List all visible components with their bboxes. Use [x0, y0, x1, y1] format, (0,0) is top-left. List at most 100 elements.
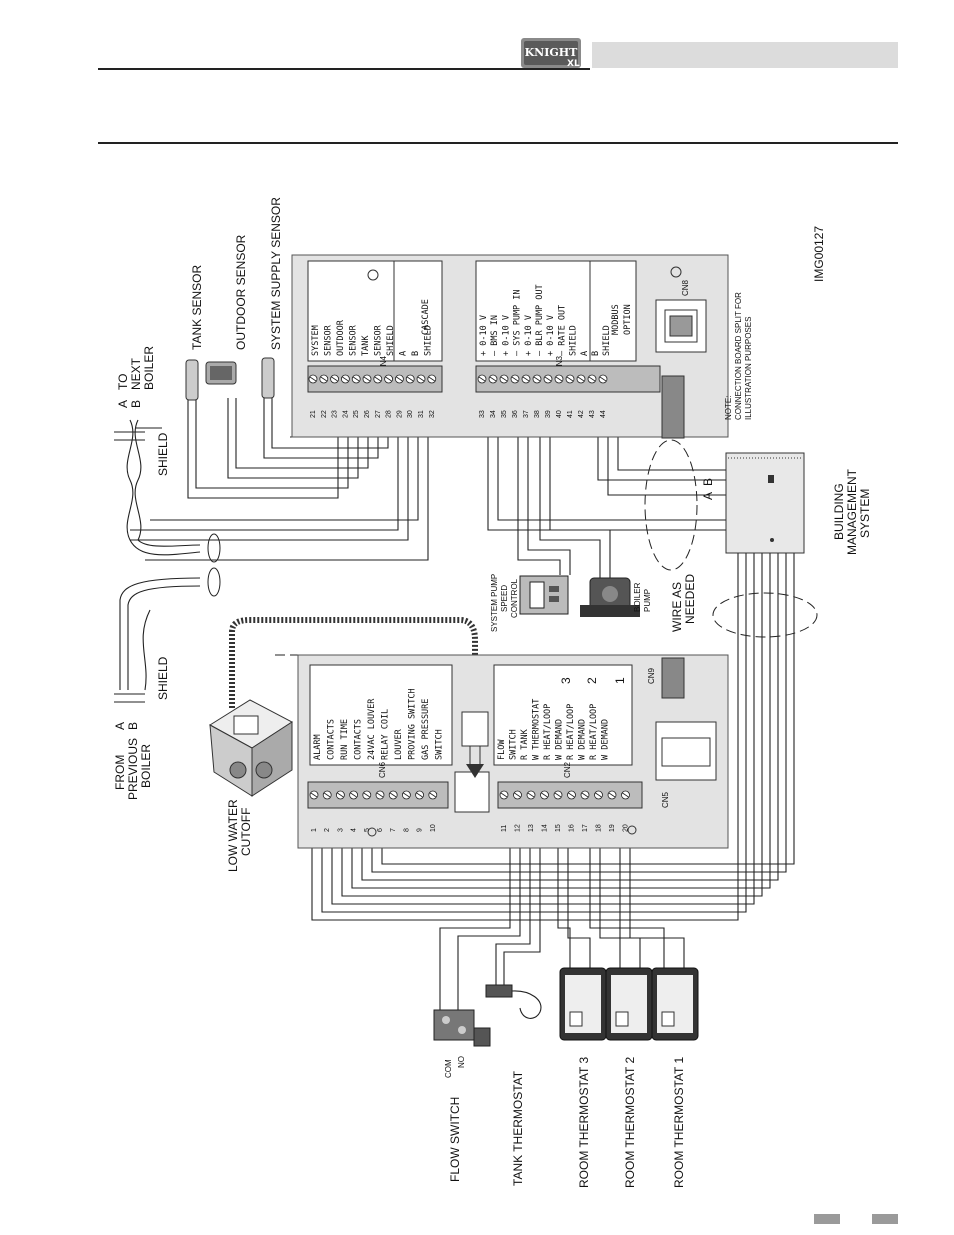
brand-logo: KNIGHT XL: [521, 38, 581, 69]
cn2-screw-slot-8: [595, 792, 602, 798]
label-to: TO: [116, 374, 130, 390]
system-supply-sensor: [261, 357, 275, 399]
cn6-terminal-num-10: 10: [430, 824, 437, 832]
cn4-term-2: SENSOR: [324, 324, 334, 356]
cn3-terminal-num-8: 40: [556, 410, 563, 418]
cn4-term-3: OUTDOOR: [336, 319, 346, 356]
cn3-terminal-num-6: 38: [534, 410, 541, 418]
label-shield-bottom: SHIELD: [156, 656, 170, 700]
label-management: MANAGEMENT: [845, 468, 859, 555]
label-bms-b: B: [701, 478, 715, 486]
label-tank-sensor: TANK SENSOR: [190, 265, 204, 350]
cn6-terminal-num-3: 3: [337, 828, 344, 832]
label-room-thermostat-1: ROOM THERMOSTAT 1: [672, 1057, 686, 1188]
cn6-term-10: SWITCH: [435, 729, 445, 760]
cn2-screw-slot-5: [554, 792, 562, 798]
cn3-screw-slot-7: [544, 376, 552, 382]
cn3-screw-slot-10: [577, 376, 585, 382]
label-building: BUILDING: [832, 483, 846, 540]
cn8-name: CN8: [681, 279, 690, 296]
cn6-screw-slot-4: [350, 792, 357, 798]
cn4-terminal-num-10: 30: [407, 410, 414, 418]
cn6-terminal-num-7: 7: [390, 828, 397, 832]
cn6-term-9: GAS PRESSURE: [421, 699, 431, 760]
cn3-terminal-num-1: 33: [479, 410, 486, 418]
cascade-cable-twisted: [114, 419, 221, 703]
label-flow-switch: FLOW SWITCH: [448, 1097, 462, 1182]
cn3-screw-slot-5: [522, 376, 530, 382]
cn4-term-9: B: [411, 351, 421, 356]
cn4-screw-slot-8: [385, 376, 392, 382]
label-outdoor-sensor: OUTDOOR SENSOR: [234, 234, 248, 350]
cn4-screw-slot-2: [320, 376, 328, 382]
logo-sub: XL: [567, 59, 580, 69]
cn3-screw-slot-12: [599, 376, 607, 382]
cn4-terminal-num-11: 31: [418, 410, 425, 418]
label-prev-a: A: [113, 722, 127, 730]
cn6-terminal-num-2: 2: [324, 828, 331, 832]
header-rule-top: [98, 68, 590, 70]
cn6-screw-slot-6: [376, 792, 384, 798]
cn2-term-4: W THERMOSTAT: [532, 699, 542, 760]
cn3-screw-slot-3: [500, 376, 508, 382]
cn2-screw-slot-6: [568, 792, 575, 798]
cn2-term-5: R HEAT/LOOP: [543, 704, 553, 760]
cn3-name: CN3: [555, 355, 564, 372]
cn4-terminal-num-8: 28: [386, 410, 393, 418]
cn2-screw-slot-2: [514, 792, 521, 798]
label-system-pump: SYSTEM PUMP: [490, 574, 499, 632]
cn4-screw-slot-12: [428, 376, 436, 382]
label-next: NEXT: [129, 357, 143, 390]
cn4-term-7: SHIELD: [386, 325, 396, 356]
cn3-term-8: – RATE OUT: [557, 305, 567, 356]
cn4-cascade-label: CASCADE: [421, 299, 431, 335]
cn6-screw-slot-9: [416, 792, 423, 798]
cn6-term-5: 24VAC LOUVER: [367, 698, 377, 760]
cn3-term-2: – BMS IN: [490, 315, 500, 356]
label-no: NO: [457, 1056, 466, 1068]
cn6-term-8: PROVING SWITCH: [408, 688, 418, 760]
cn2-terminal-num-10: 20: [623, 824, 630, 832]
cn4-term-1: SYSTEM: [311, 325, 321, 356]
cn6-screw-slot-3: [337, 792, 344, 798]
cn2-term-6: W DEMAND: [555, 719, 565, 760]
low-water-cutoff: [209, 699, 293, 797]
cn6-terminal-num-4: 4: [351, 828, 358, 832]
cn2-term-9: R HEAT/LOOP: [589, 704, 599, 760]
cn3-term-9: SHIELD: [569, 325, 579, 356]
cn3-term-12: SHIELD: [602, 325, 612, 356]
label-speed: SPEED: [500, 585, 509, 612]
cn3-term-11: B: [591, 351, 601, 356]
room-thermostat-2-display: [615, 1011, 629, 1027]
cn3-option-label: OPTION: [623, 304, 633, 335]
cn4-terminal-num-5: 25: [353, 410, 360, 418]
flow-switch-device: [433, 1009, 491, 1047]
cn3-screw-slot-11: [588, 376, 596, 382]
logo-text: KNIGHT: [525, 46, 579, 59]
cn2-name: CN2: [563, 761, 572, 778]
system-pump-speed-control: [519, 575, 569, 615]
cn3-screw-slot-4: [511, 376, 519, 382]
cn2-loop-num-2: 2: [585, 677, 599, 684]
cn3-term-3: + 0-10 V: [501, 315, 511, 356]
cn4-terminal-num-7: 27: [375, 410, 382, 418]
cn4-terminal-num-9: 29: [396, 410, 403, 418]
cn2-screw-slot-1: [500, 792, 508, 798]
cn3-screw-slot-8: [555, 376, 563, 382]
footer-tab-left: [814, 1214, 840, 1224]
cn6-terminal-num-8: 8: [403, 828, 410, 832]
cn4-terminal-num-12: 32: [429, 410, 436, 418]
label-boiler-pump-2: PUMP: [643, 589, 652, 612]
cn6-terminal-num-6: 6: [377, 828, 384, 832]
cn3-terminal-num-5: 37: [523, 410, 530, 418]
cn4-screw-slot-3: [331, 376, 338, 382]
header-rule-bottom: [98, 142, 898, 144]
cn2-term-7: R HEAT/LOOP: [566, 704, 576, 760]
cn2-terminal-num-2: 12: [515, 824, 522, 832]
cn3-terminal-num-12: 44: [600, 410, 607, 418]
cn4-terminal-num-1: 21: [310, 410, 317, 418]
cn2-term-10: W DEMAND: [601, 719, 611, 760]
cn6-term-4: CONTACTS: [354, 719, 364, 760]
cn4-term-5: TANK: [361, 335, 371, 356]
cn6-terminal-num-1: 1: [311, 828, 318, 832]
